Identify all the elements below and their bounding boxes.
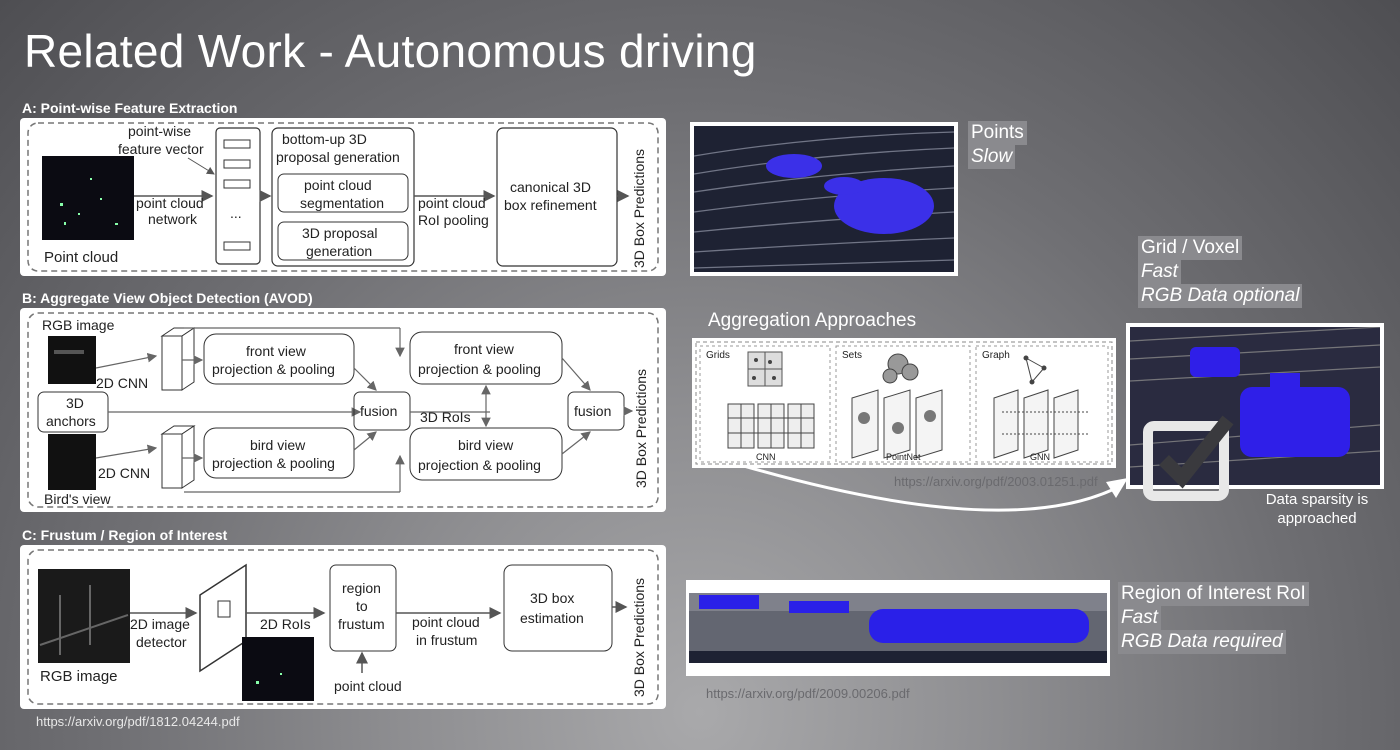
- sparsity-line1: Data sparsity is: [1265, 491, 1369, 508]
- roi-line1: point cloud: [418, 195, 486, 211]
- b-bev-thumbnail: [48, 434, 96, 490]
- diagram-a-panel: Point cloud point cloud network point-wi…: [20, 118, 666, 276]
- left-source-link[interactable]: https://arxiv.org/pdf/1812.04244.pdf: [36, 714, 240, 729]
- c-rgb-label: RGB image: [40, 668, 118, 685]
- c-predictions: 3D Box Predictions: [631, 578, 647, 697]
- agg-pointnet: PointNet: [886, 452, 921, 462]
- roi-source-link[interactable]: https://arxiv.org/pdf/2009.00206.pdf: [706, 686, 910, 701]
- c-det1: 2D image: [130, 616, 190, 632]
- b-fusion2: fusion: [574, 403, 611, 419]
- section-a-heading: A: Point-wise Feature Extraction: [22, 100, 238, 116]
- aggregation-heading: Aggregation Approaches: [708, 310, 917, 331]
- b-fv1: front view: [246, 343, 307, 359]
- b-fv2: projection & pooling: [212, 361, 335, 377]
- ref-line2: box refinement: [504, 197, 597, 213]
- voxel-label: Grid / Voxel: [1138, 236, 1243, 260]
- agg-grids: Grids: [706, 350, 730, 361]
- roi-scene-frame: [686, 580, 1110, 676]
- c-est2: estimation: [520, 610, 584, 626]
- aggregation-panel: Grids Sets Graph CNN PointNet GNN: [692, 338, 1116, 468]
- points-scene-frame: [690, 122, 958, 276]
- points-label: Points: [968, 121, 1027, 145]
- prop-line1: 3D proposal: [302, 225, 378, 241]
- b-rgb-thumbnail: [48, 336, 96, 384]
- b-bv1b: bird view: [458, 437, 514, 453]
- roi-speed: Fast: [1118, 606, 1161, 630]
- aggregation-diagram: Grids Sets Graph CNN PointNet GNN: [695, 341, 1113, 465]
- points-tags: Points Slow: [968, 121, 1027, 169]
- net-line1: point cloud: [136, 195, 204, 211]
- seg-line2: segmentation: [300, 195, 384, 211]
- sparsity-note: Data sparsity is approached: [1250, 490, 1384, 528]
- b-bev-label: Bird's view: [44, 491, 111, 507]
- c-rtf1: region: [342, 580, 381, 596]
- b-anchors1: 3D: [66, 395, 84, 411]
- diagram-b-panel: RGB image 2D CNN 3D anchors Bird's view …: [20, 308, 666, 512]
- agg-source-link[interactable]: https://arxiv.org/pdf/2003.01251.pdf: [894, 474, 1098, 489]
- b-fv1b: front view: [454, 341, 515, 357]
- diagram-a: Point cloud point cloud network point-wi…: [27, 122, 659, 272]
- net-line2: network: [148, 211, 198, 227]
- agg-gnn: GNN: [1030, 452, 1050, 462]
- b-rgb-label: RGB image: [42, 317, 115, 333]
- c-pc-label: point cloud: [334, 678, 402, 694]
- agg-cnn: CNN: [756, 452, 776, 462]
- roi-line2: RoI pooling: [418, 212, 489, 228]
- points-scene: [693, 126, 955, 272]
- b-cnn2: 2D CNN: [98, 465, 150, 481]
- agg-graph: Graph: [982, 350, 1010, 361]
- c-rtf2: to: [356, 598, 368, 614]
- voxel-note: RGB Data optional: [1138, 284, 1303, 308]
- seg-line1: point cloud: [304, 177, 372, 193]
- c-pif1: point cloud: [412, 614, 480, 630]
- curved-arrow: [743, 464, 1128, 512]
- c-pif2: in frustum: [416, 632, 477, 648]
- b-anchors2: anchors: [46, 413, 96, 429]
- voxel-tags: Grid / Voxel Fast RGB Data optional: [1138, 236, 1303, 308]
- b-bv2b: projection & pooling: [418, 457, 541, 473]
- section-b-heading: B: Aggregate View Object Detection (AVOD…: [22, 290, 313, 306]
- points-speed: Slow: [968, 145, 1016, 169]
- voxel-speed: Fast: [1138, 260, 1181, 284]
- sparsity-line2: approached: [1277, 510, 1357, 527]
- slide-title: Related Work - Autonomous driving: [24, 25, 757, 77]
- point-cloud-thumbnail: [42, 156, 134, 240]
- prop-line2: generation: [306, 243, 372, 259]
- pw-line2: feature vector: [118, 141, 204, 157]
- bu-line2: proposal generation: [276, 149, 400, 165]
- ref-line1: canonical 3D: [510, 179, 591, 195]
- c-det2: detector: [136, 634, 187, 650]
- c-est1: 3D box: [530, 590, 574, 606]
- b-rois: 3D RoIs: [420, 409, 471, 425]
- c-rgb-thumbnail: [38, 569, 130, 663]
- roi-tags: Region of Interest RoI Fast RGB Data req…: [1118, 582, 1309, 654]
- roi-scene: [689, 583, 1107, 673]
- c-pc-thumbnail: [242, 637, 314, 701]
- bu-line1: bottom-up 3D: [282, 131, 367, 147]
- pw-line1: point-wise: [128, 123, 191, 139]
- b-predictions: 3D Box Predictions: [633, 369, 649, 488]
- b-fv2b: projection & pooling: [418, 361, 541, 377]
- diagram-c: RGB image 2D image detector 2D RoIs poin…: [27, 549, 659, 705]
- b-cnn1: 2D CNN: [96, 375, 148, 391]
- c-rois: 2D RoIs: [260, 616, 311, 632]
- diagram-c-panel: RGB image 2D image detector 2D RoIs poin…: [20, 545, 666, 709]
- agg-sets: Sets: [842, 350, 862, 361]
- point-cloud-label: Point cloud: [44, 249, 118, 266]
- b-fusion1: fusion: [360, 403, 397, 419]
- check-icon: [1143, 415, 1234, 501]
- b-bv1: bird view: [250, 437, 306, 453]
- diagram-b: RGB image 2D CNN 3D anchors Bird's view …: [27, 312, 659, 508]
- b-bv2: projection & pooling: [212, 455, 335, 471]
- a-predictions: 3D Box Predictions: [631, 149, 647, 268]
- roi-note: RGB Data required: [1118, 630, 1286, 654]
- section-c-heading: C: Frustum / Region of Interest: [22, 527, 228, 543]
- c-rtf3: frustum: [338, 616, 385, 632]
- roi-label: Region of Interest RoI: [1118, 582, 1309, 606]
- feature-dots: ...: [230, 205, 242, 221]
